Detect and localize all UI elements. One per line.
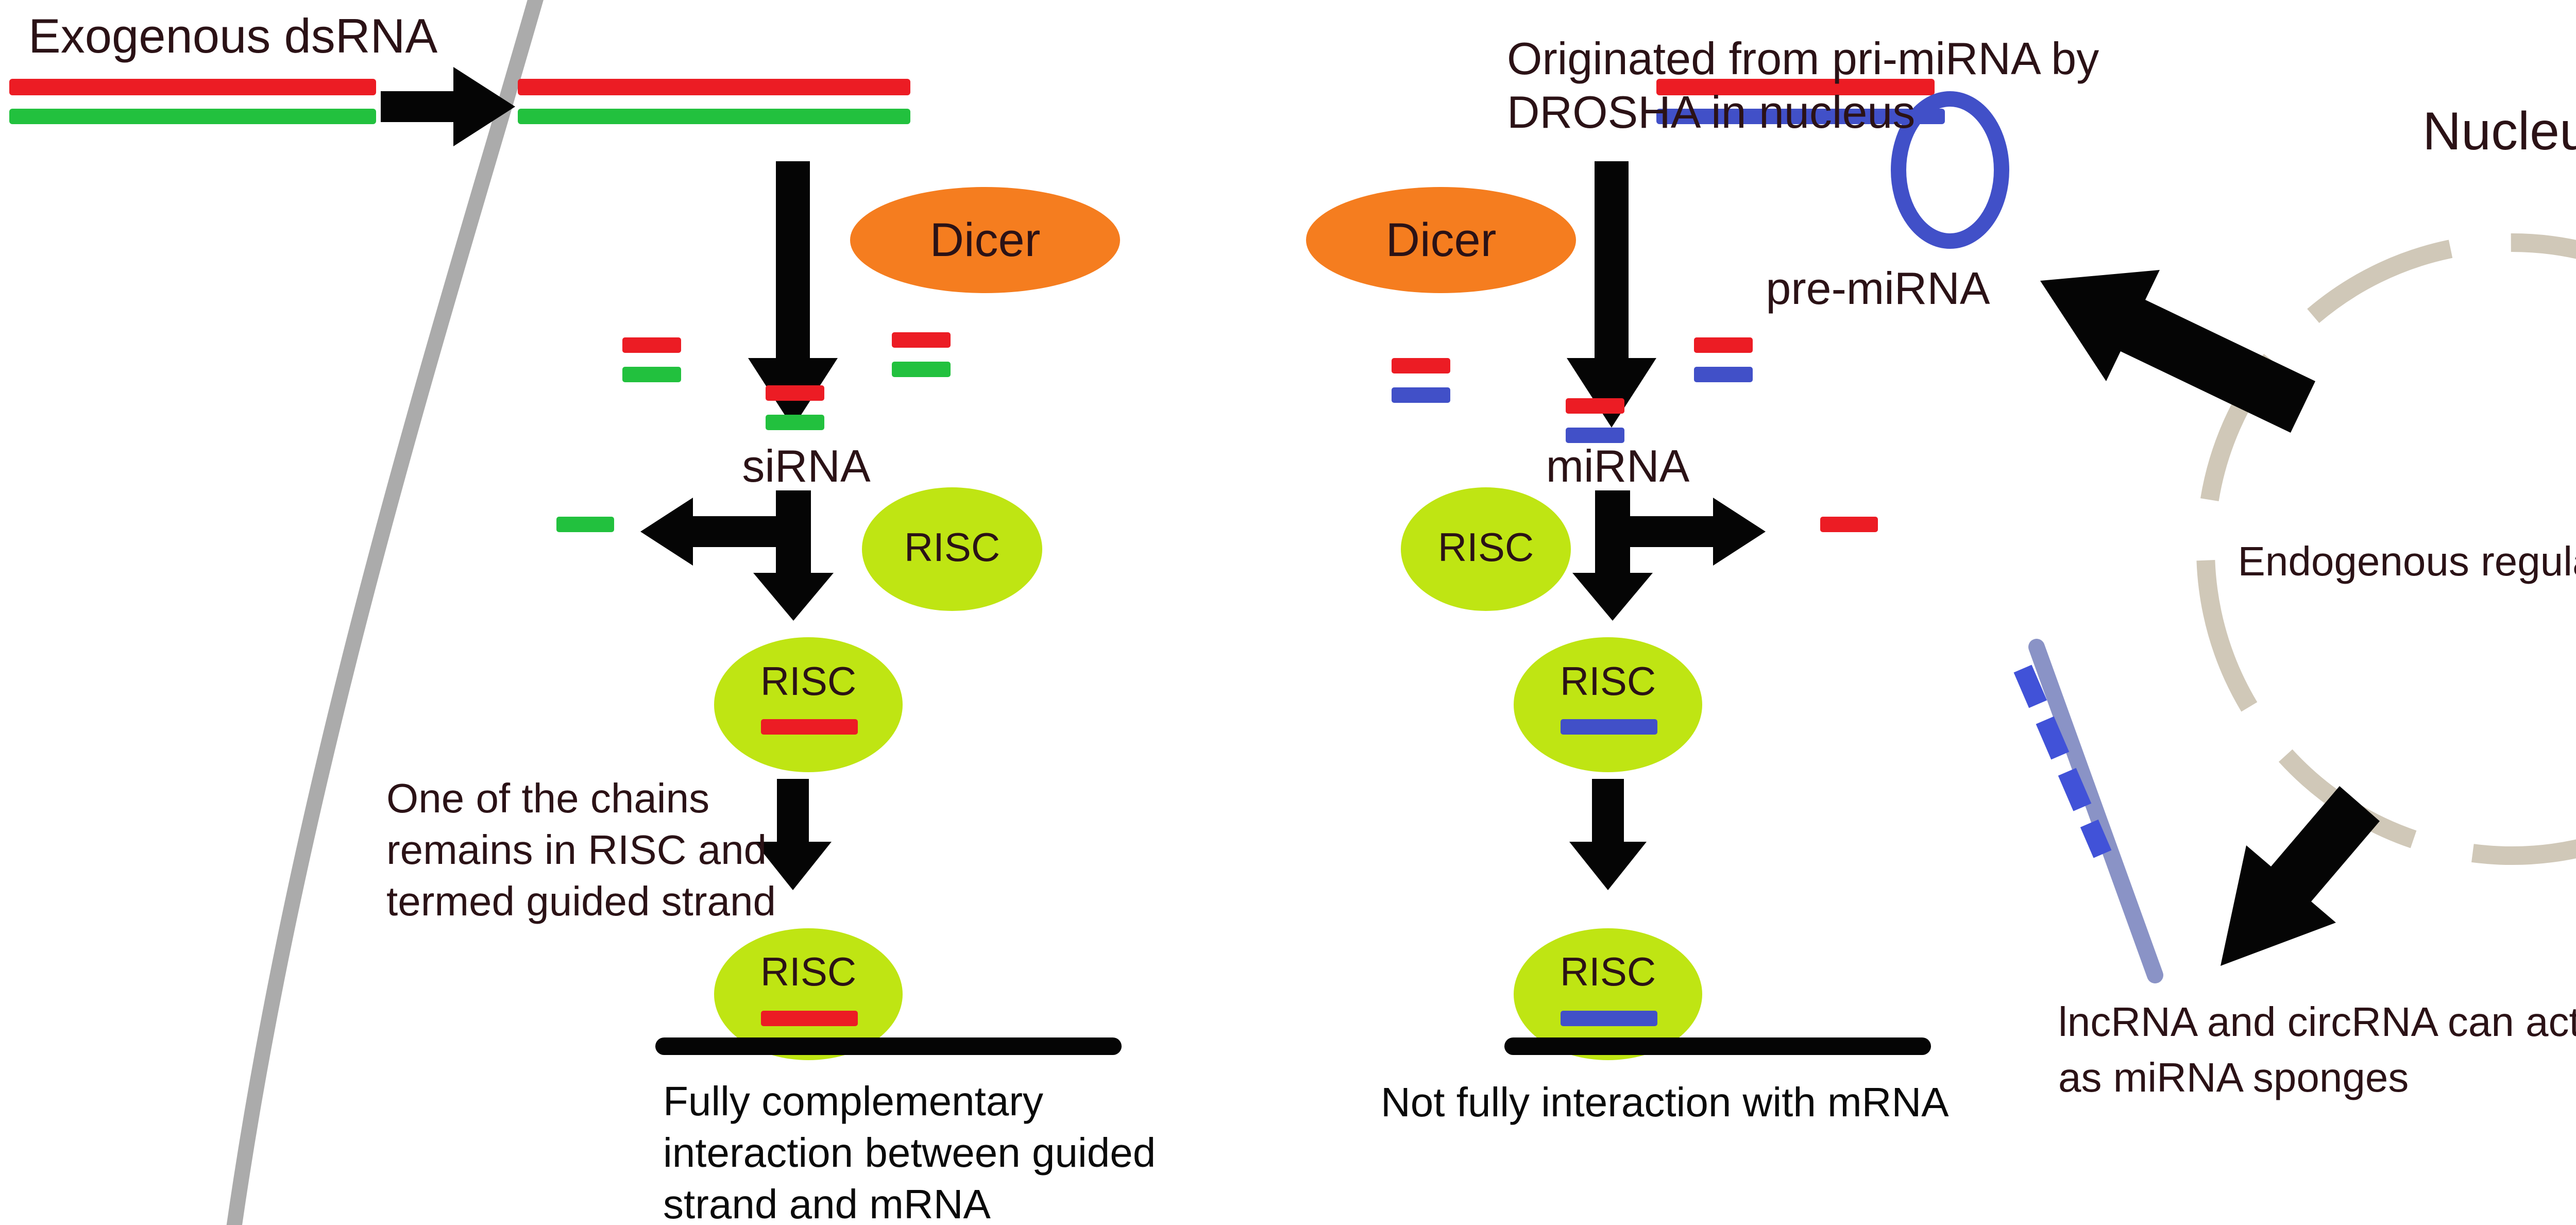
mrna-line-left <box>655 1037 1122 1055</box>
mirna-fragment <box>1566 398 1624 414</box>
fully-complementary-line2: interaction between guided <box>663 1130 1156 1176</box>
risc-label: RISC <box>1560 949 1656 994</box>
pri-mirna-origin-line2: DROSHA in nucleus <box>1507 87 1916 138</box>
dicing-arrow-left-shaft <box>776 161 810 362</box>
mirna-fragment <box>1694 367 1753 382</box>
risc-ellipse-left-2 <box>714 637 903 772</box>
dicing-arrow-middle-shaft <box>1595 161 1629 362</box>
sirna-label: siRNA <box>742 440 871 491</box>
dsrna-sense-strand-inside <box>518 79 910 95</box>
risc-ellipse-left-3 <box>714 928 903 1060</box>
guided-strand-in-risc-red <box>761 719 858 735</box>
cell-membrane-line <box>226 0 544 1225</box>
dicing-arrow-middle-head <box>1567 358 1656 428</box>
guided-strand-in-risc-blue <box>1561 719 1657 735</box>
risc-label: RISC <box>1437 524 1534 570</box>
lncrna-line <box>2028 639 2163 983</box>
dicer-ellipse-middle <box>1306 187 1576 293</box>
pre-mirna-hairpin-loop <box>1891 91 2009 249</box>
risc-label: RISC <box>760 949 857 994</box>
dsrna-sense-strand <box>9 79 376 95</box>
strand-eject-arrow-right-arm <box>1623 516 1718 547</box>
mirna-sponges-line2: as miRNA sponges <box>2058 1054 2409 1100</box>
pri-mirna-origin-line1: Originated from pri-miRNA by <box>1507 33 2099 84</box>
dicer-label-left: Dicer <box>929 214 1041 266</box>
sirna-fragment <box>766 385 824 401</box>
dsrna-antisense-strand <box>9 109 376 124</box>
discarded-passenger-strand-red <box>1820 517 1878 532</box>
strand-eject-arrow-left-head <box>640 498 693 566</box>
dicer-ellipse-left <box>850 187 1120 293</box>
mrna-line-middle <box>1504 1037 1931 1055</box>
strand-eject-arrow-left-arm <box>688 516 783 547</box>
discarded-passenger-strand-green <box>556 517 614 532</box>
mirna-label: miRNA <box>1546 440 1690 491</box>
endogenous-ncrnas-label: Endogenous regulatory ncRNAs <box>2238 538 2576 584</box>
risc-ellipse-middle-1 <box>1401 487 1571 611</box>
dsrna-antisense-strand-inside <box>518 109 910 124</box>
mirna-fragment <box>1392 358 1450 373</box>
risc-load-arrow-left-shaft <box>776 490 811 578</box>
mirna-fragment <box>1694 337 1753 353</box>
sirna-fragment <box>622 367 681 382</box>
mirna-fragment <box>1566 428 1624 443</box>
risc-ellipse-middle-2 <box>1514 637 1702 772</box>
guided-strand-on-mrna-red <box>761 1011 858 1026</box>
mirna-dashes-on-lncrna <box>2013 665 2112 858</box>
risc-load-arrow-left-head <box>753 573 834 621</box>
sirna-fragment <box>892 332 951 348</box>
nucleus-label: Nucleus <box>2422 101 2576 161</box>
mirna-sponges-caption: lncRNA and circRNA can act as miRNA spon… <box>2058 994 2576 1105</box>
risc-label: RISC <box>1560 658 1656 704</box>
risc-ellipse-left-1 <box>862 487 1042 611</box>
pre-mirna-red-strand <box>1656 79 1935 95</box>
mirna-fragment <box>1392 387 1450 403</box>
target-arrow-middle-head <box>1569 842 1647 890</box>
mirna-sponges-line1: lncRNA and circRNA can act <box>2058 999 2576 1045</box>
risc-label: RISC <box>760 658 857 704</box>
fully-complementary-caption: Fully complementary interaction between … <box>663 1076 1156 1225</box>
not-fully-caption: Not fully interaction with mRNA <box>1381 1079 1949 1125</box>
guided-strand-note: One of the chains remains in RISC and te… <box>386 773 776 927</box>
dicer-label-middle: Dicer <box>1385 214 1497 266</box>
sirna-fragment <box>622 337 681 353</box>
target-arrow-left-head <box>754 842 832 890</box>
fully-complementary-line1: Fully complementary <box>663 1078 1044 1124</box>
guided-strand-note-line3: termed guided strand <box>386 878 776 924</box>
guided-strand-note-line1: One of the chains <box>386 775 710 821</box>
guided-strand-note-line2: remains in RISC and <box>386 827 767 873</box>
nucleus-export-arrow-down-left <box>2221 786 2380 966</box>
risc-label: RISC <box>904 524 1001 570</box>
exogenous-dsrna-label: Exogenous dsRNA <box>28 9 438 63</box>
fully-complementary-line3: strand and mRNA <box>663 1181 991 1225</box>
risc-ellipse-middle-3 <box>1514 928 1702 1060</box>
guided-strand-on-mrna-blue <box>1561 1011 1657 1026</box>
sirna-fragment <box>766 415 824 430</box>
target-arrow-middle-shaft <box>1592 779 1624 846</box>
pre-mirna-label: pre-miRNA <box>1766 263 1990 314</box>
nucleus-export-arrow-up-left <box>2040 270 2315 433</box>
pri-mirna-origin-label: Originated from pri-miRNA by DROSHA in n… <box>1507 32 2099 139</box>
target-arrow-left-shaft <box>777 779 809 846</box>
pre-mirna-blue-strand <box>1656 109 1945 124</box>
strand-eject-arrow-right-head <box>1713 498 1766 566</box>
risc-load-arrow-middle-head <box>1572 573 1653 621</box>
entry-arrow-icon <box>381 67 515 146</box>
sirna-fragment <box>892 362 951 377</box>
risc-load-arrow-middle-shaft <box>1595 490 1630 578</box>
